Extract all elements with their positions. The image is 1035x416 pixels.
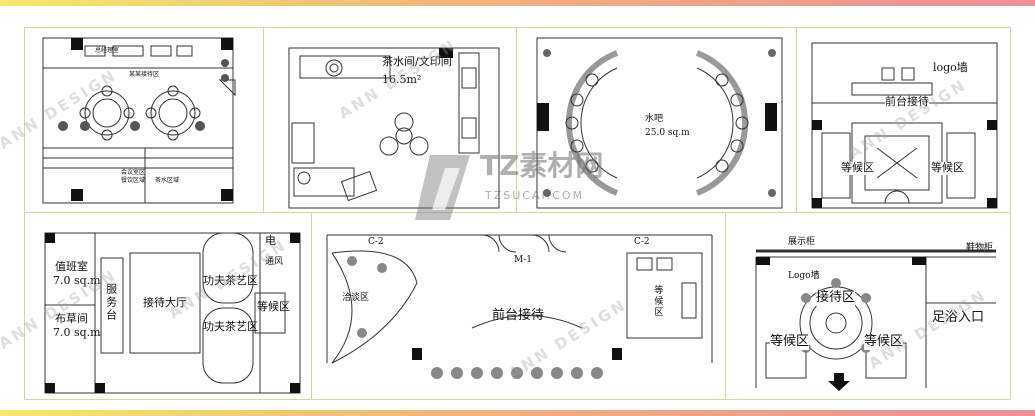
front-desk-waiting-left: 等候区 (841, 161, 874, 175)
office-plan-drawing (42, 37, 236, 204)
foot-bath-reception: 接待区 (816, 290, 856, 306)
lobby-linen-area: 7.0 sq.m (53, 326, 101, 339)
front-desk-drawing (811, 42, 998, 209)
office-label-dining: 餐饮区域 (121, 177, 146, 184)
floorplan-panel-office: 总经理室 某某接待区 会议室区 餐饮区域 茶水区域 (24, 27, 266, 214)
entrance-waiting: 等候区 (652, 285, 663, 318)
office-label-meeting: 会议室区 (121, 169, 146, 176)
foot-bath-drawing (755, 249, 996, 391)
tea-room-drawing (288, 47, 500, 209)
office-label-tea: 茶水区域 (155, 177, 180, 184)
front-desk-waiting-right: 等候区 (931, 161, 964, 175)
entrance-front-desk: 前台接待 (492, 308, 545, 323)
lobby-duty-room: 值班室 (55, 260, 88, 273)
lobby-tea-area-1: 功夫茶艺区 (203, 274, 258, 287)
lobby-tea-area-2: 功夫茶艺区 (203, 320, 258, 333)
entrance-chat-area: 洽谈区 (342, 293, 370, 303)
entrance-label-c2-right: C-2 (634, 237, 650, 247)
top-gradient-band (0, 0, 1035, 6)
lobby-duty-area: 7.0 sq.m (53, 274, 101, 287)
floorplan-panel-lobby: 值班室 7.0 sq.m 布草间 7.0 sq.m 服务台 接待大厅 功夫茶艺区… (24, 212, 313, 400)
entrance-label-c2-left: C-2 (368, 237, 384, 247)
entrance-label-m1: M-1 (514, 255, 532, 265)
foot-bath-shoe-cabinet: 鞋物柜 (966, 243, 994, 253)
front-desk-title: 前台接待 (885, 95, 929, 109)
foot-bath-display-cabinet: 展示柜 (788, 237, 816, 247)
water-bar-title: 水吧 (645, 114, 664, 124)
front-desk-logo-wall: logo墙 (933, 61, 968, 74)
foot-bath-waiting-left: 等候区 (770, 334, 810, 350)
lobby-waiting: 等候区 (257, 300, 290, 313)
floorplan-panel-foot-bath: 展示柜 鞋物柜 Logo墙 接待区 等候区 等候区 足浴入口 (725, 212, 1011, 400)
lobby-vent: 通风 (265, 257, 284, 267)
lobby-hall: 接待大厅 (143, 296, 187, 309)
lobby-electric: 电 (265, 234, 276, 247)
lobby-linen-room: 布草间 (55, 312, 88, 325)
water-bar-area: 25.0 sq.m (645, 128, 690, 138)
floorplan-panel-front-desk: logo墙 前台接待 等候区 等候区 (796, 27, 1011, 214)
lobby-service-desk: 服务台 (104, 283, 118, 322)
water-bar-drawing (536, 37, 783, 209)
foot-bath-logo-wall: Logo墙 (788, 271, 820, 281)
lobby-drawing (44, 232, 301, 394)
foot-bath-entrance: 足浴入口 (932, 310, 985, 325)
foot-bath-waiting-right: 等候区 (864, 334, 904, 350)
bottom-gradient-band (0, 410, 1035, 416)
entrance-drawing (326, 234, 713, 379)
floorplan-panel-entrance: C-2 C-2 M-1 洽谈区 前台接待 等候区 (311, 212, 727, 400)
floorplan-panel-water-bar: 水吧 25.0 sq.m (516, 27, 798, 214)
office-label-gm: 总经理室 (95, 47, 120, 54)
tea-room-area: 16.5m² (382, 73, 422, 86)
floorplan-panel-tea-room: 茶水间/文印间 16.5m² (263, 27, 518, 214)
office-label-reception: 某某接待区 (129, 71, 160, 78)
tea-room-title: 茶水间/文印间 (382, 55, 452, 68)
